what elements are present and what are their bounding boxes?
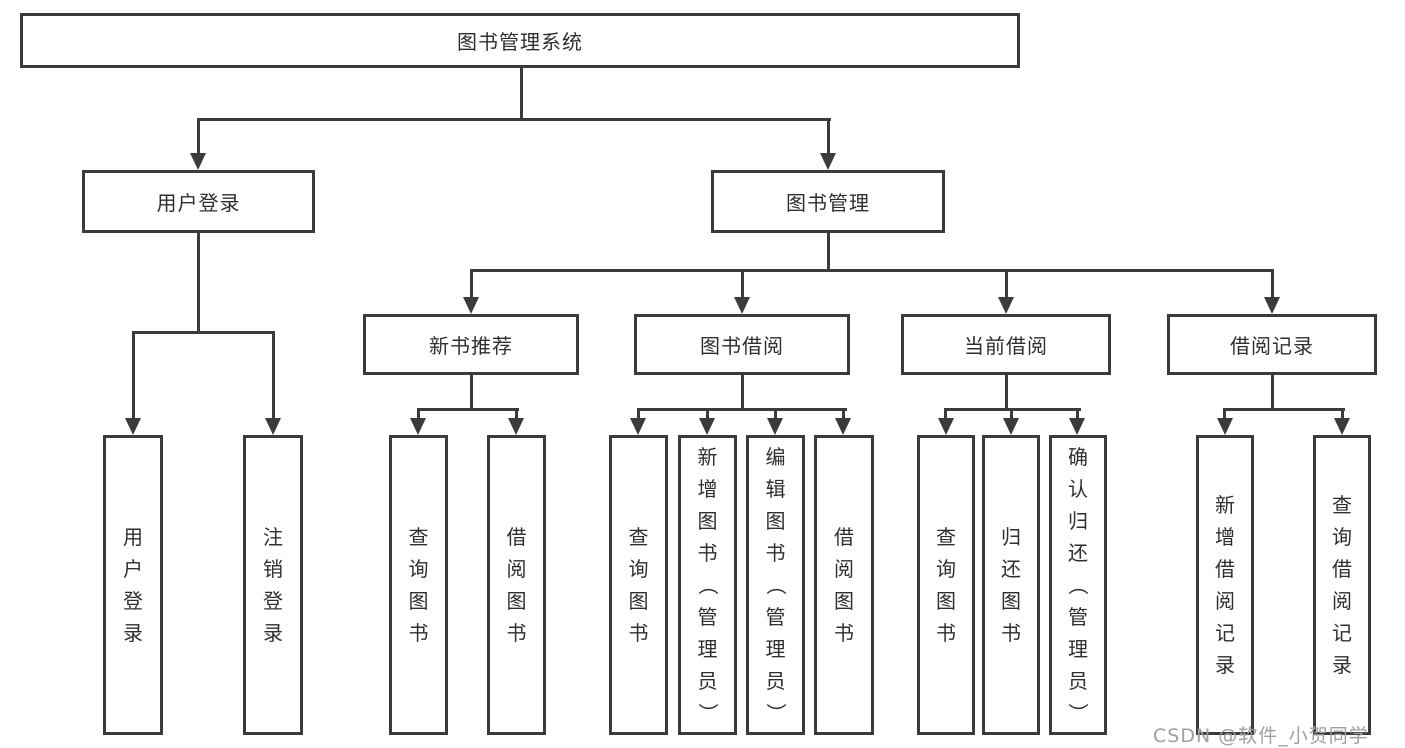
- connector-line: [1005, 269, 1008, 299]
- leaf-user-login: 用户登录: [103, 435, 163, 735]
- connector-line: [197, 118, 200, 156]
- connector-line: [1223, 408, 1345, 411]
- arrow-down-icon: [1334, 418, 1350, 435]
- connector-line: [741, 269, 744, 299]
- leaf-borrow-books: 借阅图书: [814, 435, 874, 735]
- arrow-down-icon: [835, 418, 851, 435]
- leaf-label: 注销登录: [263, 525, 283, 645]
- leaf-return-books: 归还图书: [982, 435, 1040, 735]
- connector-line: [637, 408, 640, 421]
- arrow-down-icon: [630, 418, 646, 435]
- connector-line: [470, 269, 473, 299]
- connector-line: [1271, 375, 1274, 411]
- arrow-down-icon: [1264, 297, 1280, 314]
- arrow-down-icon: [508, 418, 524, 435]
- node-label: 图书借阅: [700, 334, 784, 358]
- arrow-down-icon: [767, 418, 783, 435]
- leaf-logout: 注销登录: [243, 435, 303, 735]
- connector-line: [944, 408, 947, 421]
- csdn-watermark: CSDN @软件_小贺同学: [1153, 725, 1369, 747]
- leaf-label: 查询图书: [628, 525, 649, 645]
- connector-line: [741, 375, 744, 411]
- connector-line: [1076, 408, 1079, 421]
- arrow-down-icon: [1003, 418, 1019, 435]
- node-book-borrowing: 图书借阅: [634, 314, 850, 375]
- node-borrow-records: 借阅记录: [1167, 314, 1377, 375]
- leaf-query-books-recommend: 查询图书: [389, 435, 448, 735]
- connector-line: [706, 408, 709, 421]
- leaf-label: 借阅图书: [834, 525, 854, 645]
- node-user-login: 用户登录: [82, 170, 315, 233]
- leaf-query-borrow-record: 查询借阅记录: [1313, 435, 1371, 735]
- arrow-down-icon: [820, 153, 836, 170]
- connector-line: [132, 331, 135, 420]
- connector-line: [842, 408, 845, 421]
- connector-line: [520, 68, 523, 120]
- leaf-query-books-current: 查询图书: [917, 435, 975, 735]
- connector-line: [774, 408, 777, 421]
- connector-line: [272, 331, 275, 420]
- arrow-down-icon: [463, 297, 479, 314]
- leaf-add-book-admin: 新增图书（管理员）: [678, 435, 737, 735]
- connector-line: [197, 118, 831, 121]
- arrow-down-icon: [1069, 418, 1085, 435]
- connector-line: [417, 408, 420, 421]
- connector-line: [197, 233, 200, 334]
- arrow-down-icon: [190, 153, 206, 170]
- leaf-label: 用户登录: [123, 525, 143, 645]
- connector-line: [417, 408, 519, 411]
- connector-line: [827, 233, 830, 272]
- arrow-down-icon: [1217, 418, 1233, 435]
- leaf-add-borrow-record: 新增借阅记录: [1196, 435, 1254, 735]
- node-new-book-recommend: 新书推荐: [363, 314, 579, 375]
- leaf-query-books-borrowing: 查询图书: [609, 435, 668, 735]
- arrow-down-icon: [734, 297, 750, 314]
- leaf-label: 查询图书: [408, 525, 429, 645]
- leaf-borrow-books-recommend: 借阅图书: [487, 435, 546, 735]
- connector-line: [515, 408, 518, 421]
- node-label: 图书管理系统: [457, 30, 583, 54]
- node-current-borrowing: 当前借阅: [901, 314, 1111, 375]
- connector-line: [637, 408, 847, 411]
- leaf-label: 借阅图书: [506, 525, 527, 645]
- arrow-down-icon: [410, 418, 426, 435]
- node-label: 图书管理: [786, 191, 870, 215]
- leaf-label: 编辑图书（管理员）: [763, 445, 788, 723]
- connector-line: [1223, 408, 1226, 421]
- arrow-down-icon: [998, 297, 1014, 314]
- leaf-label: 确认归还（管理员）: [1066, 445, 1090, 723]
- arrow-down-icon: [125, 418, 141, 435]
- connector-line: [132, 331, 275, 334]
- leaf-label: 查询借阅记录: [1332, 493, 1352, 677]
- connector-line: [827, 118, 830, 156]
- connector-line: [470, 269, 1274, 272]
- node-book-management: 图书管理: [711, 170, 945, 233]
- leaf-label: 新增图书（管理员）: [695, 445, 720, 723]
- connector-line: [470, 375, 473, 411]
- connector-line: [1271, 269, 1274, 299]
- node-label: 新书推荐: [429, 334, 513, 358]
- connector-line: [1341, 408, 1344, 421]
- leaf-edit-book-admin: 编辑图书（管理员）: [746, 435, 805, 735]
- connector-line: [1010, 408, 1013, 421]
- node-label: 用户登录: [156, 191, 241, 215]
- leaf-label: 归还图书: [1001, 525, 1021, 645]
- leaf-label: 新增借阅记录: [1215, 493, 1235, 677]
- arrow-down-icon: [265, 418, 281, 435]
- connector-line: [1005, 375, 1008, 411]
- node-library-management-system: 图书管理系统: [20, 13, 1020, 68]
- leaf-confirm-return-admin: 确认归还（管理员）: [1049, 435, 1107, 735]
- arrow-down-icon: [699, 418, 715, 435]
- arrow-down-icon: [938, 418, 954, 435]
- node-label: 借阅记录: [1230, 334, 1314, 358]
- leaf-label: 查询图书: [936, 525, 956, 645]
- node-label: 当前借阅: [964, 334, 1048, 358]
